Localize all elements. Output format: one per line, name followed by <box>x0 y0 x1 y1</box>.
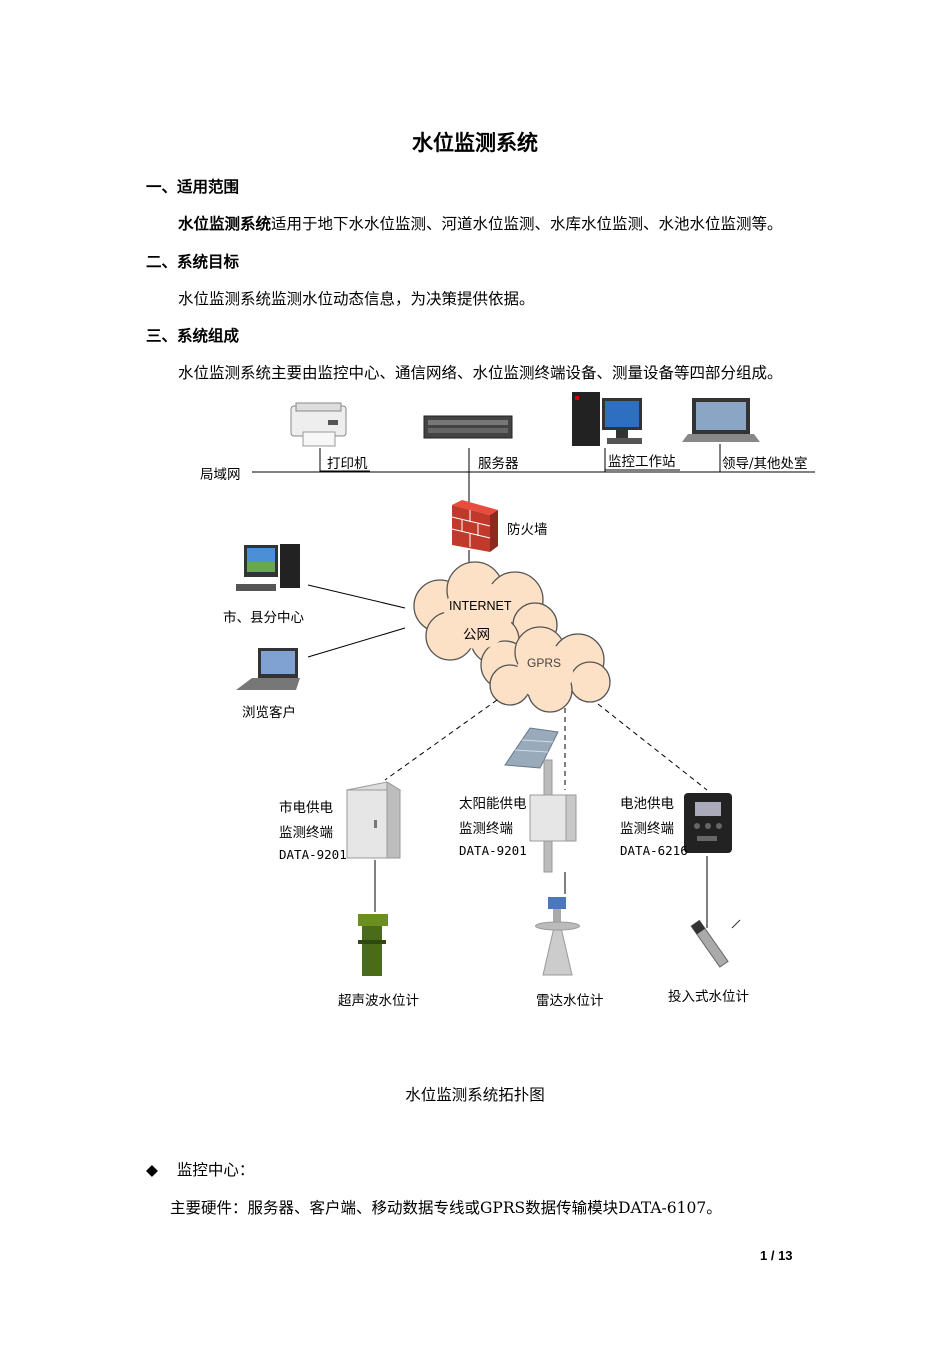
submersible-cable <box>732 920 740 928</box>
hardware-paragraph: 主要硬件：服务器、客户端、移动数据专线或GPRS数据传输模块DATA-6107。 <box>170 1196 722 1218</box>
workstation-label: 监控工作站 <box>608 450 676 470</box>
submersible-sensor-icon <box>691 920 728 967</box>
submersible-label: 投入式水位计 <box>668 985 749 1005</box>
browser-link <box>308 628 405 657</box>
monitoring-center-bullet: ◆ 监控中心： <box>146 1158 254 1180</box>
browser-client-label: 浏览客户 <box>242 701 296 721</box>
t3-label-line1: 电池供电 <box>620 792 674 812</box>
city-center-pc-icon <box>236 544 300 591</box>
t3-battery-unit-icon <box>684 793 732 853</box>
radar-label: 雷达水位计 <box>536 989 604 1009</box>
ultrasonic-sensor-icon <box>358 914 388 976</box>
t2-model: DATA-9201 <box>459 843 527 858</box>
t3-label-line2: 监测终端 <box>620 817 674 837</box>
bullet-text: 监控中心： <box>177 1161 255 1179</box>
server-label: 服务器 <box>478 452 519 472</box>
t3-dashed-link <box>598 704 707 790</box>
t3-model: DATA-6216 <box>620 843 688 858</box>
printer-icon <box>291 403 346 446</box>
lan-label: 局域网 <box>200 463 241 483</box>
t1-dashed-link <box>385 700 497 780</box>
t1-cabinet-icon <box>347 782 400 858</box>
diamond-bullet-icon: ◆ <box>146 1161 158 1179</box>
t2-label-line1: 太阳能供电 <box>459 792 527 812</box>
public-net-label: 公网 <box>463 623 490 643</box>
gprs-label: GPRS <box>527 656 561 670</box>
page-number: 1 / 13 <box>760 1248 793 1263</box>
server-icon <box>424 416 512 438</box>
city-center-label: 市、县分中心 <box>223 606 304 626</box>
city-center-link <box>308 585 405 608</box>
radar-sensor-icon <box>536 897 580 975</box>
leader-label: 领导/其他处室 <box>722 452 808 472</box>
diagram-caption: 水位监测系统拓扑图 <box>0 1083 950 1105</box>
firewall-icon <box>452 500 498 552</box>
ultrasonic-label: 超声波水位计 <box>338 989 419 1009</box>
t2-label-line2: 监测终端 <box>459 817 513 837</box>
t1-model: DATA-9201 <box>279 847 347 862</box>
t1-label-line2: 监测终端 <box>279 821 333 841</box>
workstation-icon <box>572 392 642 446</box>
printer-label: 打印机 <box>327 452 368 472</box>
topology-diagram <box>0 0 950 1060</box>
firewall-label: 防火墙 <box>507 518 548 538</box>
t1-label-line1: 市电供电 <box>279 796 333 816</box>
internet-label: INTERNET <box>449 599 512 613</box>
browser-laptop-icon <box>236 648 300 690</box>
leader-laptop-icon <box>682 398 760 442</box>
t2-cabinet-icon <box>530 795 576 841</box>
